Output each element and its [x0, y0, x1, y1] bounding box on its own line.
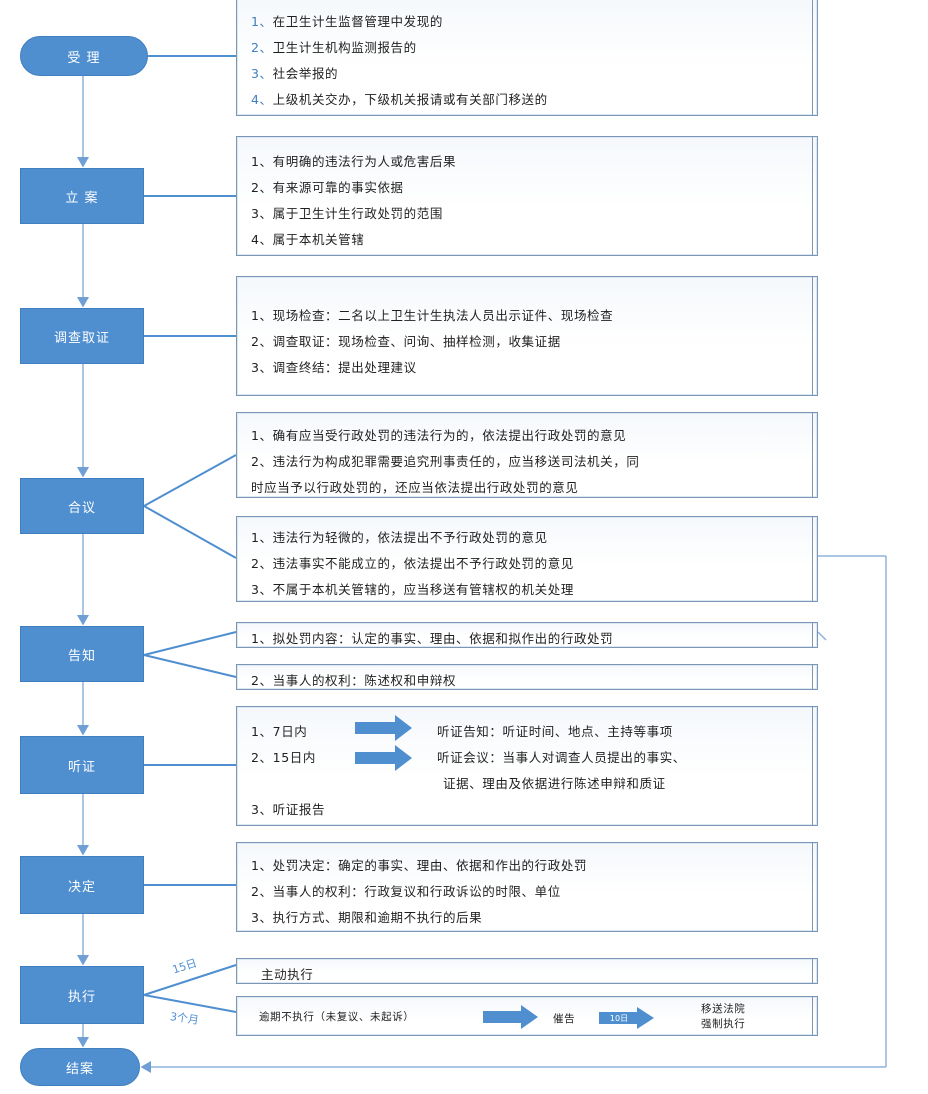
hearing-item: 证据、理由及依据进行陈述申辩和质证	[443, 776, 666, 791]
court-transfer-label: 移送法院	[701, 1003, 746, 1015]
notify-item: 2、当事人的权利：陈述权和申辩权	[251, 673, 457, 688]
arrow-right-icon	[355, 745, 412, 771]
overdue-execution-box: 逾期不执行（未复议、未起诉） 催告 10日 移送法院 强制执行	[236, 996, 818, 1036]
hearing-box: 1、7日内 听证告知：听证时间、地点、主持等事项 2、15日内 听证会议：当事人…	[236, 706, 818, 826]
hearing-item: 1、7日内	[251, 724, 308, 739]
overdue-label: 逾期不执行（未复议、未起诉）	[259, 1011, 415, 1023]
decide-item: 2、当事人的权利：行政复议和行政诉讼的时限、单位	[251, 884, 561, 899]
decide-box: 1、处罚决定：确定的事实、理由、依据和作出的行政处罚 2、当事人的权利：行政复议…	[236, 842, 818, 932]
step-deliberate: 合议	[20, 478, 144, 534]
deliberate-item: 2、违法行为构成犯罪需要追究刑事责任的，应当移送司法机关，同	[251, 454, 640, 469]
step-close: 结案	[20, 1048, 140, 1086]
notify-content-box: 1、拟处罚内容：认定的事实、理由、依据和拟作出的行政处罚	[236, 622, 818, 648]
hearing-item: 听证会议：当事人对调查人员提出的事实、	[437, 750, 686, 765]
step-accept: 受 理	[20, 36, 148, 76]
file-case-conditions-box: 1、有明确的违法行为人或危害后果 2、有来源可靠的事实依据 3、属于卫生计生行政…	[236, 136, 818, 256]
deliberate-item: 3、不属于本机关管辖的，应当移送有管辖权的机关处理	[251, 582, 574, 597]
step-hearing: 听证	[20, 736, 144, 794]
arrow-right-icon	[355, 715, 412, 741]
voluntary-execution-label: 主动执行	[261, 967, 314, 982]
file-item: 2、有来源可靠的事实依据	[251, 180, 404, 195]
investigate-item: 1、现场检查：二名以上卫生计生执法人员出示证件、现场检查	[251, 308, 614, 323]
deliberate-item: 2、违法事实不能成立的，依法提出不予行政处罚的意见	[251, 556, 574, 571]
step-file-case: 立 案	[20, 168, 144, 224]
file-item: 3、属于卫生计生行政处罚的范围	[251, 206, 443, 221]
accept-item: 1、在卫生计生监督管理中发现的	[251, 14, 443, 29]
deliberate-item: 时应当予以行政处罚的，还应当依法提出行政处罚的意见	[251, 480, 579, 495]
hearing-item: 2、15日内	[251, 750, 316, 765]
investigate-box: 1、现场检查：二名以上卫生计生执法人员出示证件、现场检查 2、调查取证：现场检查…	[236, 276, 818, 396]
accept-item: 3、社会举报的	[251, 66, 339, 81]
accept-item: 4、上级机关交办，下级机关报请或有关部门移送的	[251, 92, 548, 107]
notify-rights-box: 2、当事人的权利：陈述权和申辩权	[236, 664, 818, 690]
file-item: 4、属于本机关管辖	[251, 232, 365, 247]
file-item: 1、有明确的违法行为人或危害后果	[251, 154, 457, 169]
accept-item: 2、卫生计生机构监测报告的	[251, 40, 417, 55]
ten-days-label: 10日	[603, 1013, 635, 1023]
deliberate-no-penalty-box: 1、违法行为轻微的，依法提出不予行政处罚的意见 2、违法事实不能成立的，依法提出…	[236, 516, 818, 602]
hearing-item: 3、听证报告	[251, 802, 326, 817]
deliberate-item: 1、确有应当受行政处罚的违法行为的，依法提出行政处罚的意见	[251, 428, 627, 443]
deliberate-item: 1、违法行为轻微的，依法提出不予行政处罚的意见	[251, 530, 548, 545]
step-investigate: 调查取证	[20, 308, 144, 364]
hearing-item: 听证告知：听证时间、地点、主持等事项	[437, 724, 673, 739]
voluntary-execution-box: 主动执行	[236, 958, 818, 984]
urge-label: 催告	[553, 1013, 576, 1025]
decide-item: 1、处罚决定：确定的事实、理由、依据和作出的行政处罚	[251, 858, 588, 873]
step-execute: 执行	[20, 966, 144, 1024]
investigate-item: 2、调查取证：现场检查、问询、抽样检测，收集证据	[251, 334, 561, 349]
notify-item: 1、拟处罚内容：认定的事实、理由、依据和拟作出的行政处罚	[251, 631, 614, 646]
court-enforce-label: 强制执行	[701, 1018, 746, 1030]
deliberate-penalty-box: 1、确有应当受行政处罚的违法行为的，依法提出行政处罚的意见 2、违法行为构成犯罪…	[236, 412, 818, 498]
decide-item: 3、执行方式、期限和逾期不执行的后果	[251, 910, 483, 925]
step-notify: 告知	[20, 626, 144, 682]
accept-conditions-box: 1、在卫生计生监督管理中发现的 2、卫生计生机构监测报告的 3、社会举报的 4、…	[236, 0, 818, 116]
arrow-right-icon	[483, 1005, 538, 1029]
investigate-item: 3、调查终结：提出处理建议	[251, 360, 417, 375]
step-decide: 决定	[20, 856, 144, 914]
